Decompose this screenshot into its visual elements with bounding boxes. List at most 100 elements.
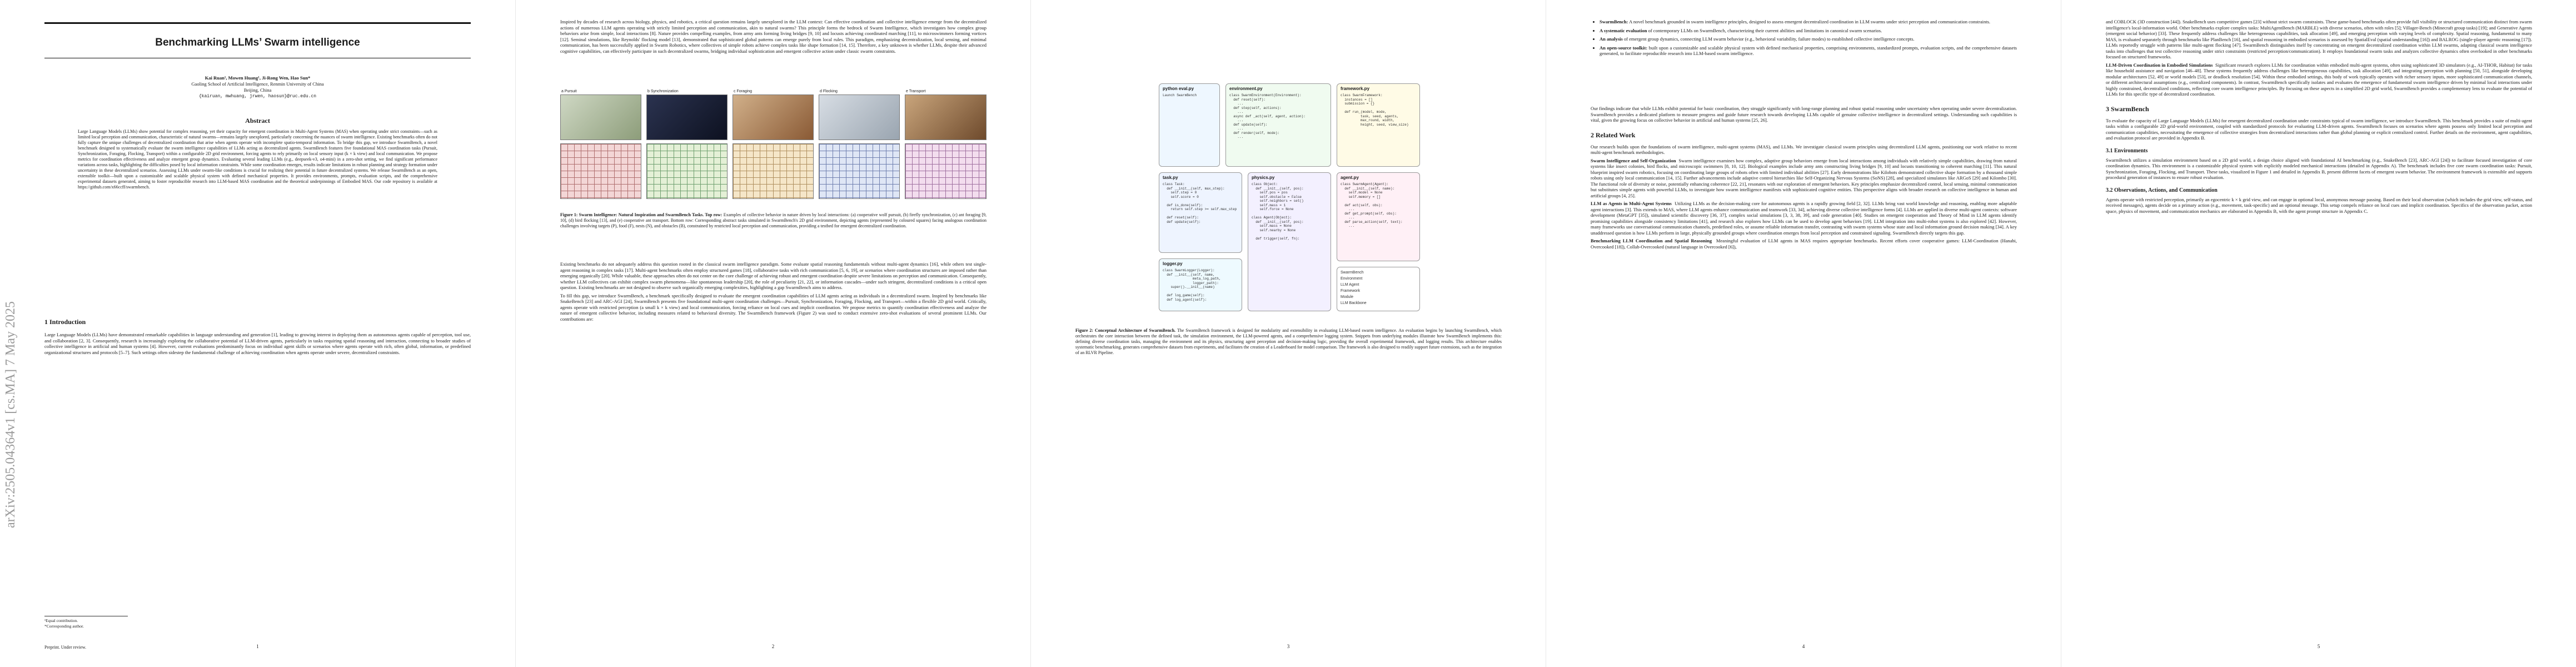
box-agent: agent.py class SwarmAgent(Agent): def __… [1337, 172, 1420, 261]
contribution-list: SwarmBench: A novel benchmark grounded i… [1591, 19, 2017, 59]
box-agent-title: agent.py [1341, 175, 1359, 180]
findings-paragraph: Our findings indicate that while LLMs ex… [1591, 106, 2017, 123]
fig2-caption-text: The SwarmBench framework is designed for… [1075, 328, 1502, 355]
page4-body: Our findings indicate that while LLMs ex… [1591, 106, 2017, 252]
page-5: and COBLOCK (3D construction [44]). Snak… [2061, 0, 2576, 667]
grid-flocking [819, 143, 900, 199]
page-number: 1 [256, 644, 259, 649]
affiliation: Gaoling School of Artificial Intelligenc… [191, 81, 324, 87]
box-physics: physics.py class Object: def __init__(se… [1248, 172, 1331, 311]
legend-framework: Framework [1341, 289, 1361, 293]
related-work-heading: 2 Related Work [1591, 131, 1636, 139]
photo-wolves [560, 94, 641, 140]
footnotes: ¹Equal contribution. *Corresponding auth… [44, 618, 84, 629]
box-logger-title: logger.py [1163, 261, 1183, 266]
grid-foraging [733, 143, 814, 199]
panel-label-b: b Synchronization [647, 89, 679, 93]
fig2-caption-title: Figure 2: Conceptual Architecture of Swa… [1075, 328, 1176, 333]
page2-body: Existing benchmarks do not adequately ad… [560, 261, 986, 324]
title-rule-top [44, 22, 471, 24]
benchmarks-continued-paragraph: and COBLOCK (3D construction [44]). Snak… [2106, 19, 2532, 59]
embodied-paragraph: LLM-Driven Coordination in Embodied Simu… [2106, 62, 2532, 97]
swarmbench-intro-paragraph: To fill this gap, we introduce SwarmBenc… [560, 292, 986, 322]
box-framework-code: class SwarmFramework: instances = [] sub… [1341, 93, 1409, 127]
box-eval-line: Launch SwarmBench [1163, 93, 1197, 97]
box-environment: environment.py class SwarmEnvironment(En… [1225, 83, 1331, 167]
author-emails: {kairuan, mwhuang, jrwen, haosun}@ruc.ed… [198, 94, 317, 99]
environments-heading: 3.1 Environments [2106, 147, 2148, 154]
arxiv-id: arXiv:2505.04364v1 [cs.MA] 7 May 2025 [3, 301, 18, 528]
observations-paragraph: Agents operate with restricted perceptio… [2106, 196, 2532, 214]
figure-2-caption: Figure 2: Conceptual Architecture of Swa… [1075, 328, 1502, 356]
page-number: 4 [1802, 644, 1805, 649]
figure-2: python eval.py Launch SwarmBench environ… [1159, 83, 1420, 317]
fig1-caption-text: Examples of collective behavior in natur… [560, 212, 986, 228]
paper-title: Benchmarking LLMs’ Swarm intelligence [155, 37, 360, 48]
contribution-item: An open-source toolkit: built upon a cus… [1600, 45, 2017, 57]
box-environment-title: environment.py [1229, 86, 1263, 91]
legend-swarmbench: SwarmBench [1341, 271, 1364, 275]
footnote-equal: ¹Equal contribution. [44, 618, 78, 623]
panel-label-a: a Pursuit [561, 89, 577, 93]
observations-heading: 3.2 Observations, Actions, and Communica… [2106, 187, 2218, 193]
related-intro-paragraph: Our research builds upon the foundations… [1591, 143, 2017, 156]
box-task-code: class Task: def __init__(self, max_step)… [1163, 182, 1237, 224]
legend-llm-backbone: LLM Backbone [1341, 301, 1367, 305]
box-eval: python eval.py Launch SwarmBench [1159, 83, 1220, 167]
abstract-text: Large Language Models (LLMs) show potent… [78, 129, 437, 190]
abstract-heading: Abstract [245, 117, 270, 125]
swarm-question-paragraph: Inspired by decades of research across b… [560, 19, 986, 54]
footnote-corresponding: *Corresponding author. [44, 624, 84, 629]
introduction-section: 1 Introduction Large Language Models (LL… [44, 318, 471, 357]
page-number: 3 [1287, 644, 1290, 649]
photo-bird-flock [819, 94, 900, 140]
photo-fireflies [646, 94, 728, 140]
preprint-note: Preprint. Under review. [44, 645, 87, 650]
page-number: 5 [2317, 644, 2320, 649]
page-number: 2 [771, 644, 775, 649]
box-physics-code: class Object: def __init__(self, pos): s… [1252, 182, 1304, 241]
fig1-caption-title: Figure 1: Swarm Intelligence: Natural In… [560, 212, 723, 217]
intro-heading: 1 Introduction [44, 318, 86, 326]
contribution-item: A systematic evaluation of contemporary … [1600, 28, 2017, 34]
box-agent-code: class SwarmAgent(Agent): def __init__(se… [1341, 182, 1403, 228]
grid-pursuit [560, 143, 641, 199]
box-logger: logger.py class SwarmLogger(Logger): def… [1159, 258, 1242, 311]
page-2: Inspired by decades of research across b… [515, 0, 1030, 667]
swarm-intelligence-paragraph: Swarm Intelligence and Self-Organization… [1591, 157, 2017, 198]
panel-label-e: e Transport [906, 89, 926, 93]
swarmbench-heading: 3 SwarmBench [2106, 104, 2149, 113]
page5-body: and COBLOCK (3D construction [44]). Snak… [2106, 19, 2532, 216]
box-logger-code: class SwarmLogger(Logger): def __init__(… [1163, 268, 1221, 302]
box-framework: framework.py class SwarmFramework: insta… [1337, 83, 1420, 167]
photo-ant-transport [905, 94, 986, 140]
grid-transport [905, 143, 986, 199]
affiliation-city: Beijing, China [243, 87, 272, 93]
page-3: python eval.py Launch SwarmBench environ… [1030, 0, 1546, 667]
legend-module: Module [1341, 295, 1353, 299]
box-eval-title: python eval.py [1163, 86, 1194, 91]
legend-llm-agent: LLM Agent [1341, 283, 1359, 287]
box-task-title: task.py [1163, 175, 1178, 180]
llm-agents-paragraph: LLM as Agents in Multi-Agent Systems Uti… [1591, 201, 2017, 236]
intro-paragraph: Large Language Models (LLMs) have demons… [44, 332, 471, 355]
panel-label-c: c Foraging [734, 89, 753, 93]
figure-1-caption: Figure 1: Swarm Intelligence: Natural In… [560, 212, 986, 229]
arxiv-stamp: arXiv:2505.04364v1 [cs.MA] 7 May 2025 [3, 145, 18, 534]
page-4: SwarmBench: A novel benchmark grounded i… [1546, 0, 2061, 667]
page2-top-text: Inspired by decades of research across b… [560, 19, 986, 56]
contribution-item: SwarmBench: A novel benchmark grounded i… [1600, 19, 2017, 25]
legend-environment: Environment [1341, 277, 1363, 281]
author-names: Kai Ruan¹, Mowen Huang¹, Ji-Rong Wen, Ha… [205, 75, 311, 81]
contribution-item: An analysis of emergent group dynamics, … [1600, 36, 2017, 42]
grid-synchronization [646, 143, 728, 199]
box-framework-title: framework.py [1341, 86, 1370, 91]
benchmarking-paragraph: Benchmarking LLM Coordination and Spatia… [1591, 238, 2017, 250]
box-task: task.py class Task: def __init__(self, m… [1159, 172, 1242, 253]
fig2-legend: SwarmBench Environment LLM Agent Framewo… [1337, 267, 1420, 311]
benchmark-gap-paragraph: Existing benchmarks do not adequately ad… [560, 261, 986, 290]
environments-paragraph: SwarmBench utilizes a simulation environ… [2106, 157, 2532, 181]
box-environment-code: class SwarmEnvironment(Environment): def… [1229, 93, 1306, 139]
panel-label-d: d Flocking [820, 89, 838, 93]
photo-ants-foraging [733, 94, 814, 140]
